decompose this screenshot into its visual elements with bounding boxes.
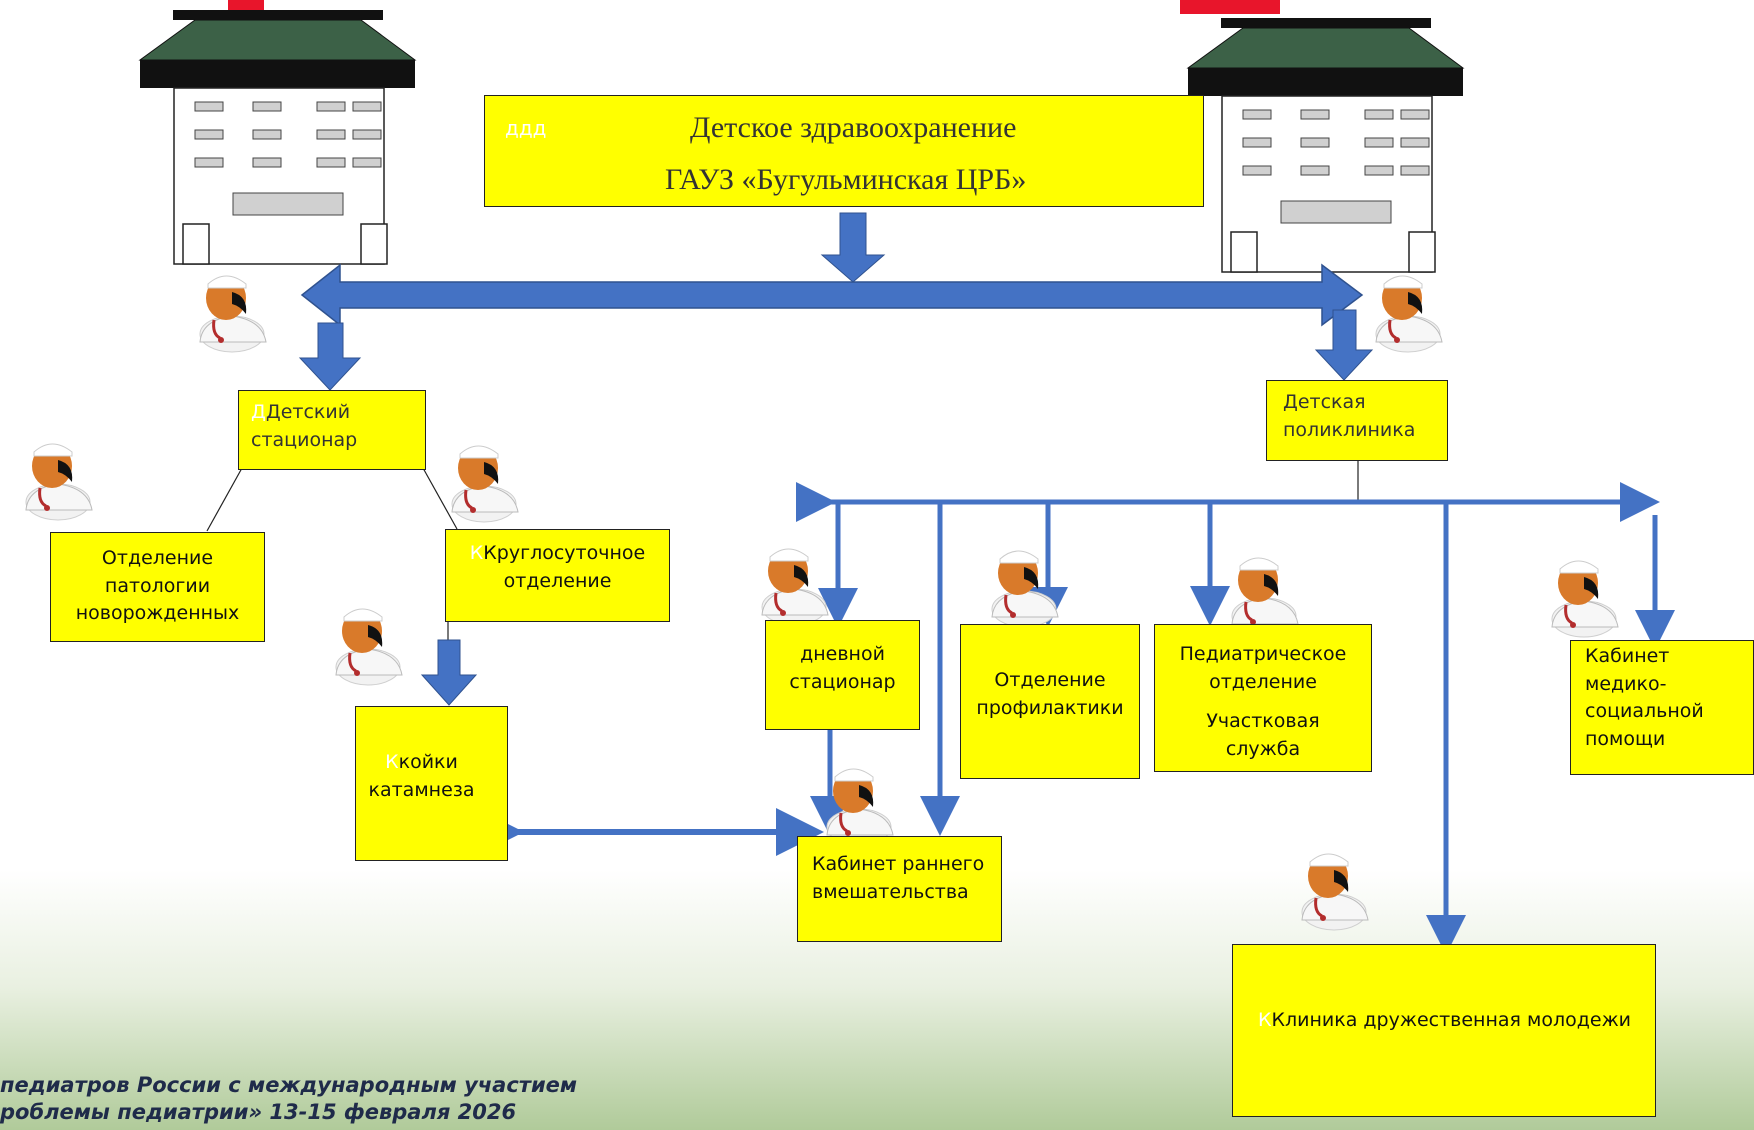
top-org-box: ддд Детское здравоохранение ГАУЗ «Бугуль… (484, 95, 1204, 207)
top-line1: Детское здравоохранение (690, 111, 1017, 144)
pediatric-dept-box: Педиатрическое отделение Участковая служ… (1154, 624, 1372, 772)
doctor-icon (760, 547, 830, 627)
newborn-pathology-box: Отделение патологии новорожденных (50, 532, 265, 642)
down-arrow-catamnesis (420, 639, 478, 706)
down-arrow-clinic (1314, 309, 1374, 381)
line-hospital-newborn (206, 467, 243, 532)
footer-line1: педиатров России с международным участие… (0, 1073, 578, 1097)
down-arrow-top (820, 212, 886, 283)
top-line2: ГАУЗ «Бугульминская ЦРБ» (665, 163, 1027, 196)
medsocial-cabinet-box: Кабинет медико- социальной помощи (1570, 640, 1754, 775)
down-arrow-hospital (298, 322, 362, 391)
line-hospital-roundclock (422, 467, 458, 530)
doctor-icon (1230, 556, 1300, 636)
catamnesis-beds-box: Ккойки катамнеза (355, 706, 508, 861)
clinic-label: Детская поликлиника (1283, 391, 1416, 441)
top-faint-label: ддд (505, 116, 547, 140)
main-double-arrow (300, 263, 1364, 327)
building-icon (139, 9, 416, 265)
childrens-hospital-box: ДДетский стационар (238, 390, 426, 470)
title-fragment-right (1180, 0, 1280, 14)
doctor-icon (1374, 274, 1444, 354)
doctor-icon (825, 767, 895, 847)
building-icon (1187, 17, 1464, 273)
hospital-label: Детский стационар (251, 401, 358, 451)
day-hospital-box: дневной стационар (765, 620, 920, 730)
doctor-icon (450, 444, 520, 524)
footer-line2: роблемы педиатрии» 13-15 февраля 2026 (0, 1100, 517, 1124)
round-clock-dept-box: ККруглосуточное отделение (445, 529, 670, 622)
doctor-icon (198, 274, 268, 354)
doctor-icon (24, 442, 94, 522)
doctor-icon (334, 607, 404, 687)
early-intervention-box: Кабинет раннего вмешательства (797, 836, 1002, 942)
youth-clinic-box: ККлиника дружественная молодежи (1232, 944, 1656, 1117)
doctor-icon (1300, 852, 1370, 932)
prevention-dept-box: Отделение профилактики (960, 624, 1140, 779)
doctor-icon (1550, 559, 1620, 639)
childrens-clinic-box: Детская поликлиника (1266, 380, 1448, 461)
